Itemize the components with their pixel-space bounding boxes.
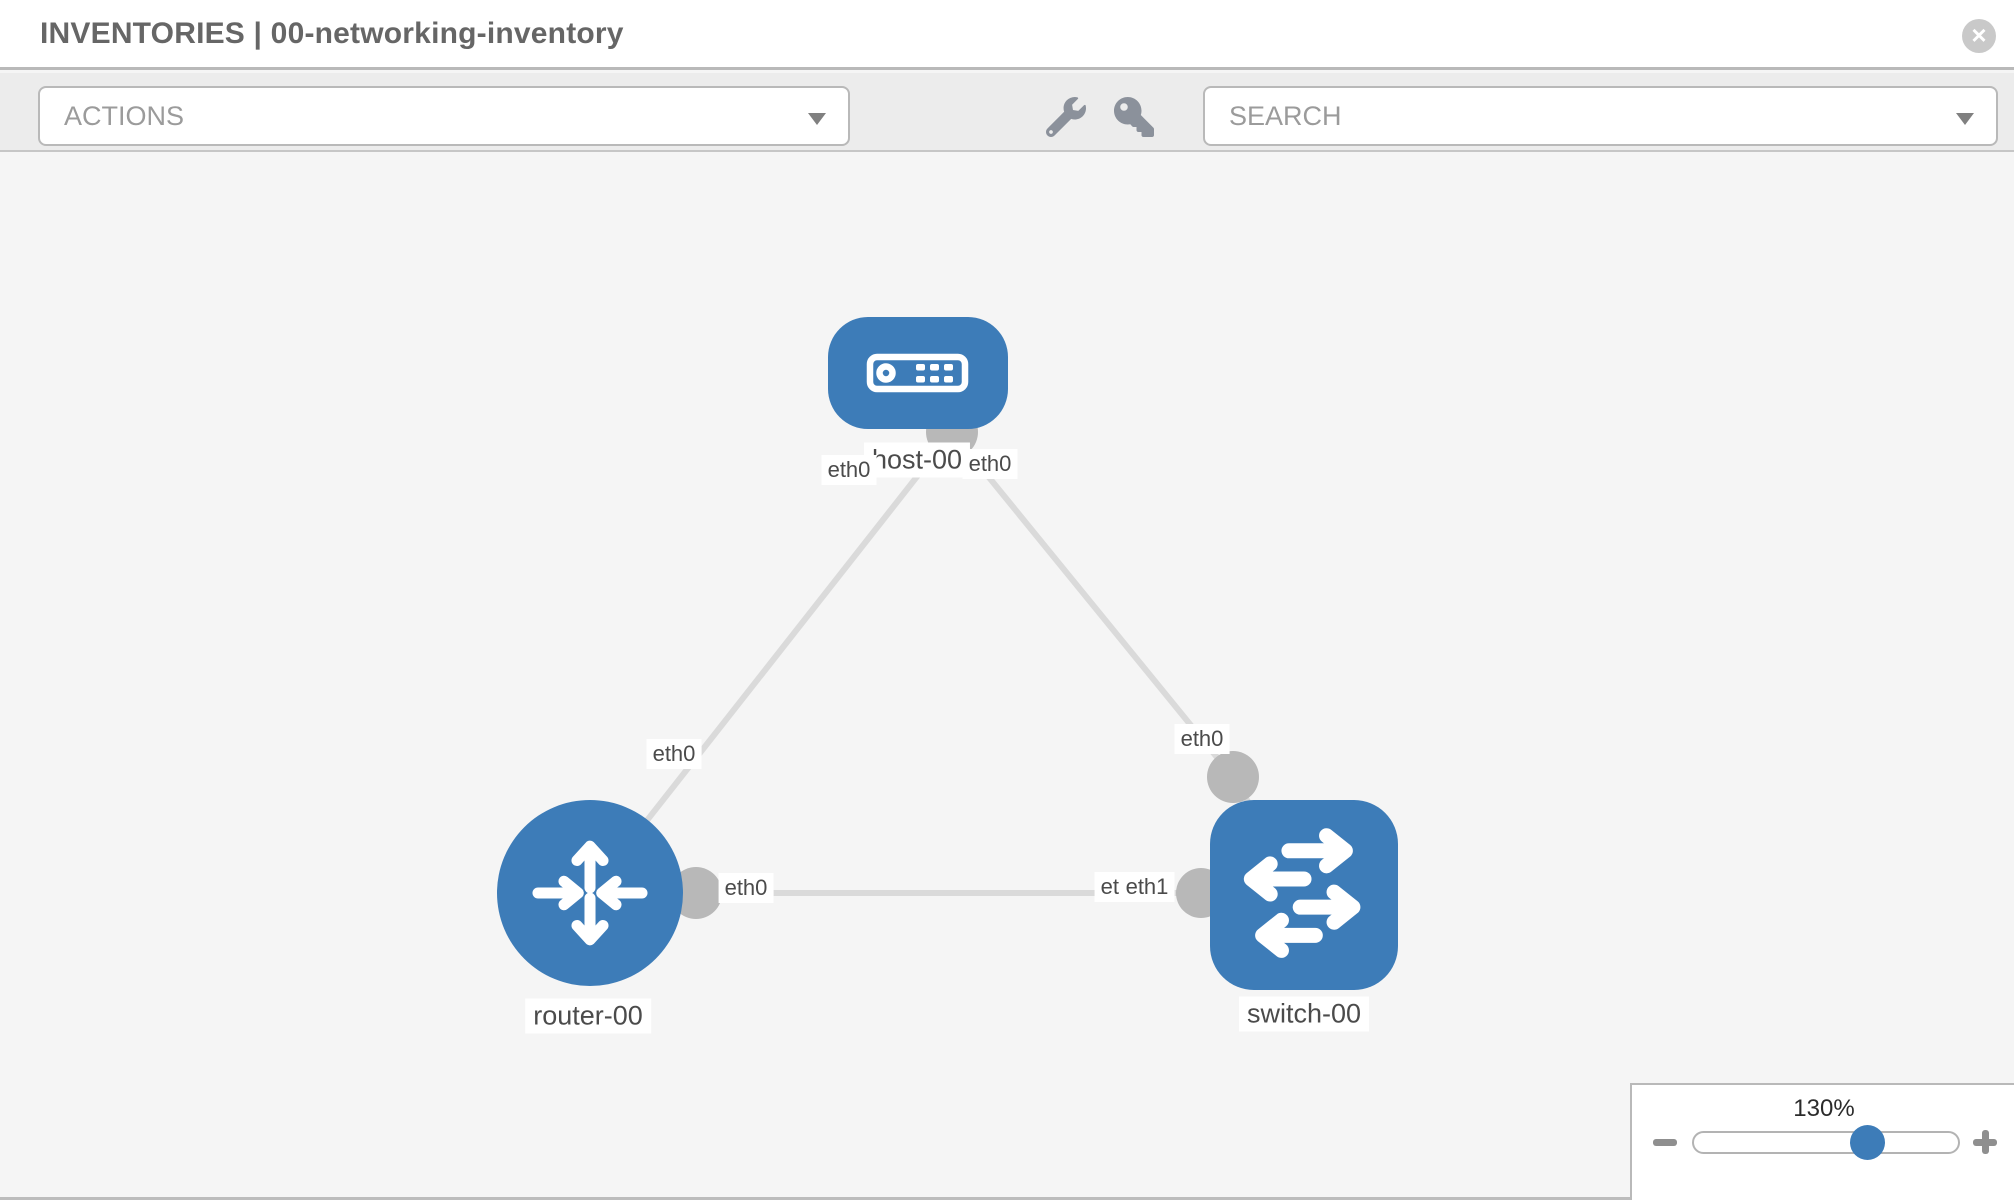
switch-icon [1243, 828, 1361, 958]
key-button[interactable] [1114, 97, 1154, 137]
chevron-down-icon [1956, 113, 1974, 125]
interface-label-switch-eth1: eth1 [1119, 872, 1175, 902]
host-icon [866, 353, 969, 393]
actions-dropdown[interactable]: ACTIONS [38, 86, 850, 146]
connector-switch-top[interactable] [1207, 751, 1259, 803]
zoom-out-button[interactable] [1652, 1127, 1678, 1157]
node-label-switch: switch-00 [1238, 996, 1370, 1032]
zoom-in-button[interactable] [1972, 1127, 1998, 1157]
topology-canvas[interactable]: host-00 router-00 switch-00 eth0 eth0 et… [0, 154, 2014, 1200]
router-icon [532, 840, 648, 946]
plus-icon [1982, 1130, 1989, 1154]
zoom-panel: 130% [1630, 1083, 2014, 1200]
interface-label-switch-eth0-top: eth0 [1174, 724, 1230, 754]
topology-svg [497, 317, 1398, 990]
interface-label-host-eth0-left: eth0 [821, 455, 877, 485]
interface-label-router-eth0-uplink: eth0 [646, 739, 702, 769]
connector-router-right[interactable] [670, 867, 722, 919]
node-label-host: host-00 [863, 442, 971, 478]
chevron-down-icon [808, 113, 826, 125]
toolbar: ACTIONS SEARCH [0, 73, 2014, 152]
page-title: INVENTORIES | 00-networking-inventory [40, 17, 624, 50]
interface-label-router-eth0: eth0 [718, 873, 774, 903]
actions-dropdown-label: ACTIONS [64, 101, 185, 131]
header: INVENTORIES | 00-networking-inventory × [0, 0, 2014, 70]
zoom-slider-track[interactable] [1692, 1125, 1960, 1160]
minus-icon [1653, 1139, 1677, 1146]
node-switch[interactable] [1210, 800, 1398, 990]
edge-host-router[interactable] [587, 430, 955, 895]
node-router[interactable] [497, 800, 683, 986]
interface-label-host-eth0-right: eth0 [962, 449, 1018, 479]
node-host[interactable] [828, 317, 1008, 429]
key-icon [1114, 97, 1154, 137]
search-placeholder: SEARCH [1229, 101, 1342, 131]
zoom-level-label: 130% [1793, 1095, 1855, 1122]
close-icon: × [1971, 20, 1987, 50]
wrench-button[interactable] [1045, 97, 1086, 138]
search-dropdown[interactable]: SEARCH [1203, 86, 1998, 146]
zoom-slider-thumb[interactable] [1850, 1125, 1885, 1160]
close-button[interactable]: × [1962, 19, 1996, 53]
wrench-icon [1045, 97, 1086, 138]
node-label-router: router-00 [525, 998, 651, 1034]
